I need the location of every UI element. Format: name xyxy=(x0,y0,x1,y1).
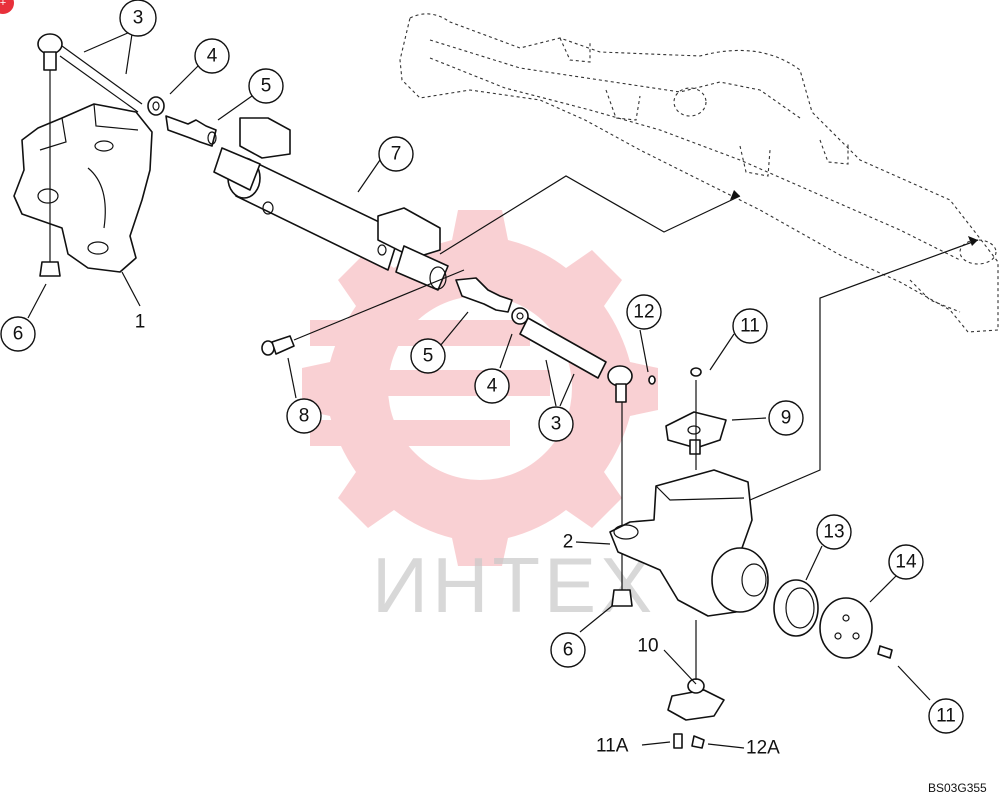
svg-text:2: 2 xyxy=(563,532,574,553)
svg-text:6: 6 xyxy=(563,640,574,661)
svg-text:3: 3 xyxy=(551,414,562,435)
callout-5-top-left: 5 xyxy=(248,68,284,104)
diagram-code: BS03G355 xyxy=(928,781,987,795)
svg-text:10: 10 xyxy=(637,636,658,657)
svg-text:1: 1 xyxy=(135,312,146,333)
svg-text:11: 11 xyxy=(740,316,760,337)
callout-13: 13 xyxy=(816,514,852,550)
callout-12: 12 xyxy=(626,294,662,330)
callout-5-middle: 5 xyxy=(410,338,446,374)
leader-lines xyxy=(27,31,931,749)
svg-text:4: 4 xyxy=(487,376,498,397)
axle-housing-outline xyxy=(399,13,999,333)
callout-10: 10 xyxy=(637,636,658,657)
seal-and-hub-cap xyxy=(773,579,893,659)
callout-4-top-left: 4 xyxy=(194,38,230,74)
watermark-text: ИНТЕХ xyxy=(372,541,656,629)
callout-3-top-left: 3 xyxy=(119,0,157,37)
svg-text:4: 4 xyxy=(207,46,218,67)
left-tie-rod-end xyxy=(37,33,143,277)
callout-6-left: 6 xyxy=(0,316,36,352)
svg-text:12A: 12A xyxy=(746,738,780,759)
svg-text:9: 9 xyxy=(781,408,792,429)
callout-11A: 11A xyxy=(596,736,629,757)
callout-11-upper: 11 xyxy=(732,308,768,344)
svg-text:3: 3 xyxy=(133,8,144,29)
callout-14: 14 xyxy=(888,544,924,580)
callout-3-middle: 3 xyxy=(538,406,574,442)
svg-text:7: 7 xyxy=(391,144,402,165)
bolt-8 xyxy=(261,269,465,356)
right-small-parts xyxy=(455,277,633,607)
callout-12A: 12A xyxy=(746,738,780,759)
svg-text:6: 6 xyxy=(13,324,24,345)
upper-pin-plate xyxy=(648,367,727,470)
corner-plus-badge-icon: + xyxy=(0,0,14,14)
svg-text:5: 5 xyxy=(423,346,434,367)
svg-text:5: 5 xyxy=(261,76,272,97)
svg-text:+: + xyxy=(0,0,6,9)
steering-cylinder xyxy=(213,117,449,291)
callout-4-middle: 4 xyxy=(474,368,510,404)
svg-text:11A: 11A xyxy=(596,736,629,757)
left-small-parts xyxy=(147,96,217,147)
svg-text:14: 14 xyxy=(895,552,917,573)
callout-8: 8 xyxy=(286,398,322,434)
connector-lines xyxy=(439,175,979,501)
svg-text:11: 11 xyxy=(936,706,956,727)
callout-11-lower: 11 xyxy=(928,698,964,734)
right-steering-knuckle xyxy=(609,469,769,617)
svg-text:12: 12 xyxy=(633,302,654,323)
callout-2: 2 xyxy=(563,532,574,553)
svg-text:13: 13 xyxy=(823,522,844,543)
callout-9: 9 xyxy=(768,400,804,436)
lower-pin-plate xyxy=(667,620,725,749)
callout-6-lower: 6 xyxy=(550,632,586,668)
svg-text:8: 8 xyxy=(299,406,310,427)
callout-1: 1 xyxy=(135,312,146,333)
callout-7: 7 xyxy=(378,136,414,172)
left-steering-knuckle xyxy=(13,103,153,273)
